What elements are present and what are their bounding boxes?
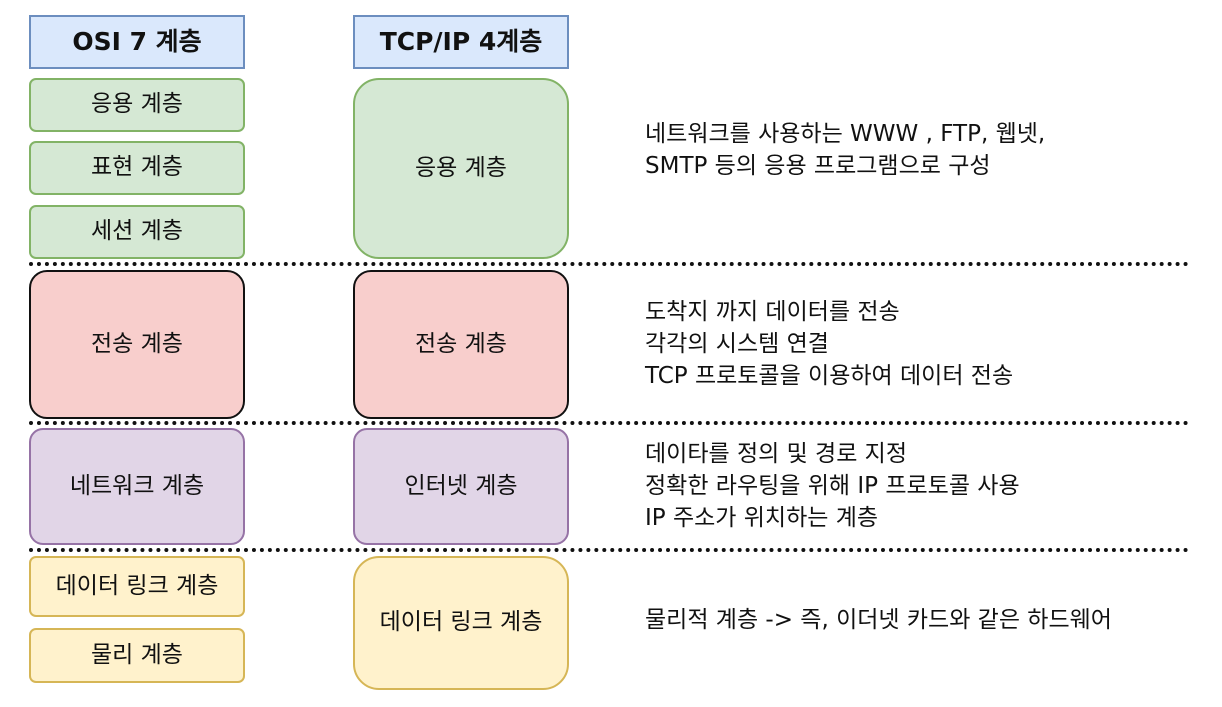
application-description: 네트워크를 사용하는 WWW , FTP, 웹넷, SMTP 등의 응용 프로그… bbox=[645, 118, 1045, 182]
separator-line bbox=[29, 262, 1189, 266]
link-description: 물리적 계층 -> 즉, 이더넷 카드와 같은 하드웨어 bbox=[645, 604, 1112, 636]
description-line: 도착지 까지 데이터를 전송 bbox=[645, 299, 900, 325]
description-line: SMTP 등의 응용 프로그램으로 구성 bbox=[645, 153, 991, 179]
tcpip-internet-layer: 인터넷 계층 bbox=[353, 428, 569, 545]
osi-presentation-layer: 표현 계층 bbox=[29, 141, 245, 195]
osi-physical-layer: 물리 계층 bbox=[29, 628, 245, 683]
tcpip-data-link-layer: 데이터 링크 계층 bbox=[353, 556, 569, 690]
description-line: 데이타를 정의 및 경로 지정 bbox=[645, 441, 908, 467]
osi-transport-layer: 전송 계층 bbox=[29, 270, 245, 419]
osi-session-layer: 세션 계층 bbox=[29, 205, 245, 259]
description-line: 물리적 계층 -> 즉, 이더넷 카드와 같은 하드웨어 bbox=[645, 607, 1112, 633]
description-line: IP 주소가 위치하는 계층 bbox=[645, 505, 879, 531]
transport-description: 도착지 까지 데이터를 전송 각각의 시스템 연결 TCP 프로토콜을 이용하여… bbox=[645, 296, 1013, 392]
osi-application-layer: 응용 계층 bbox=[29, 78, 245, 132]
description-line: 각각의 시스템 연결 bbox=[645, 331, 829, 357]
description-line: 네트워크를 사용하는 WWW , FTP, 웹넷, bbox=[645, 121, 1046, 147]
separator-line bbox=[29, 548, 1189, 552]
separator-line bbox=[29, 421, 1189, 425]
description-line: TCP 프로토콜을 이용하여 데이터 전송 bbox=[645, 363, 1014, 389]
osi-header: OSI 7 계층 bbox=[29, 15, 245, 69]
internet-description: 데이타를 정의 및 경로 지정 정확한 라우팅을 위해 IP 프로토콜 사용 I… bbox=[645, 438, 1020, 534]
osi-data-link-layer: 데이터 링크 계층 bbox=[29, 556, 245, 617]
tcpip-application-layer: 응용 계층 bbox=[353, 78, 569, 259]
osi-network-layer: 네트워크 계층 bbox=[29, 428, 245, 545]
tcpip-header: TCP/IP 4계층 bbox=[353, 15, 569, 69]
tcpip-transport-layer: 전송 계층 bbox=[353, 270, 569, 419]
description-line: 정확한 라우팅을 위해 IP 프로토콜 사용 bbox=[645, 473, 1020, 499]
